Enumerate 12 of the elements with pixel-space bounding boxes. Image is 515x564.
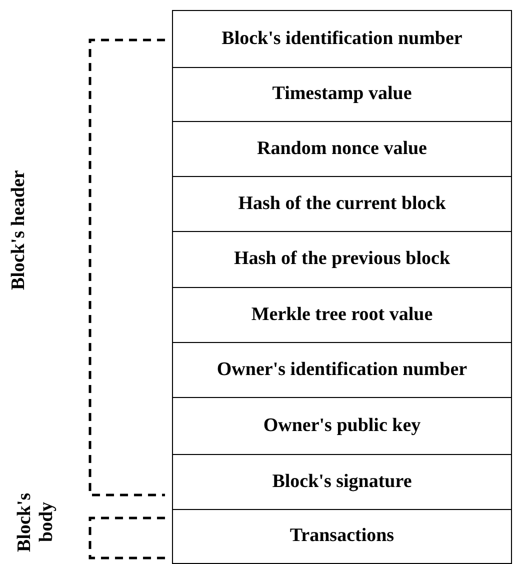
field-cell: Block's identification number	[172, 10, 512, 68]
bracket-label: Block's header	[8, 169, 30, 292]
field-cell: Random nonce value	[172, 120, 512, 177]
field-cell: Merkle tree root value	[172, 286, 512, 343]
bracket-label: Block's body	[14, 491, 58, 554]
field-cell: Timestamp value	[172, 66, 512, 122]
field-cell: Transactions	[172, 508, 512, 564]
field-cell: Block's signature	[172, 454, 512, 510]
field-cell: Hash of the current block	[172, 176, 512, 232]
field-cell: Owner's public key	[172, 396, 512, 455]
field-cell: Owner's identification number	[172, 342, 512, 398]
field-cell: Hash of the previous block	[172, 230, 512, 288]
